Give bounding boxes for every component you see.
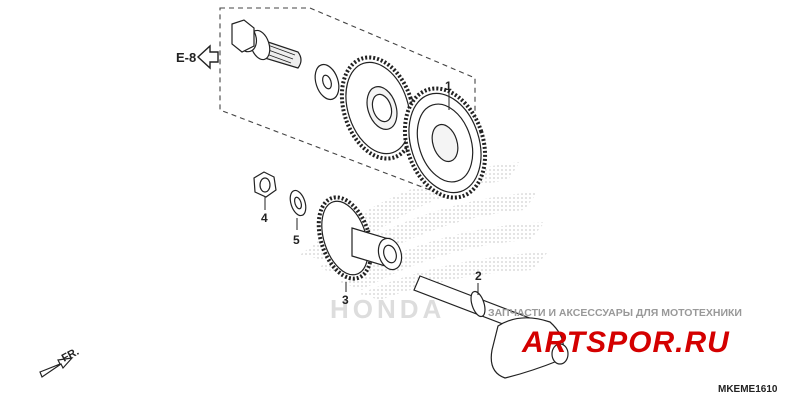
callout-2: 2 xyxy=(475,269,482,283)
reference-label: E-8 xyxy=(176,50,196,65)
callout-lines xyxy=(264,92,479,295)
diagram-code: MKEME1610 xyxy=(718,384,778,395)
callout-4: 4 xyxy=(261,211,268,225)
front-direction-arrow: FR. xyxy=(39,346,81,378)
gear-part-3 xyxy=(316,195,403,281)
nut-part-4 xyxy=(253,171,277,198)
direction-label: FR. xyxy=(60,346,81,365)
watermark-tagline: ЗАПЧАСТИ И АКСЕССУАРЫ ДЛЯ МОТОТЕХНИКИ xyxy=(488,307,742,319)
watermark-brand: HONDA xyxy=(330,294,445,324)
washer-part-5 xyxy=(289,189,307,217)
box-gear xyxy=(339,55,417,161)
arrow-left-icon xyxy=(196,44,219,70)
balancer-shaft-part-2 xyxy=(413,275,569,379)
assembly-outline xyxy=(219,7,476,191)
callout-5: 5 xyxy=(293,233,300,247)
arrow-down-left-icon xyxy=(39,357,74,378)
box-washer xyxy=(314,63,340,101)
flange-bolt xyxy=(231,19,302,69)
gear-part-1 xyxy=(402,86,488,200)
callout-1: 1 xyxy=(445,79,452,93)
callout-3: 3 xyxy=(342,293,349,307)
reference-arrow: E-8 xyxy=(176,44,219,70)
watermark-site: ARTSPOR.RU xyxy=(521,326,730,359)
